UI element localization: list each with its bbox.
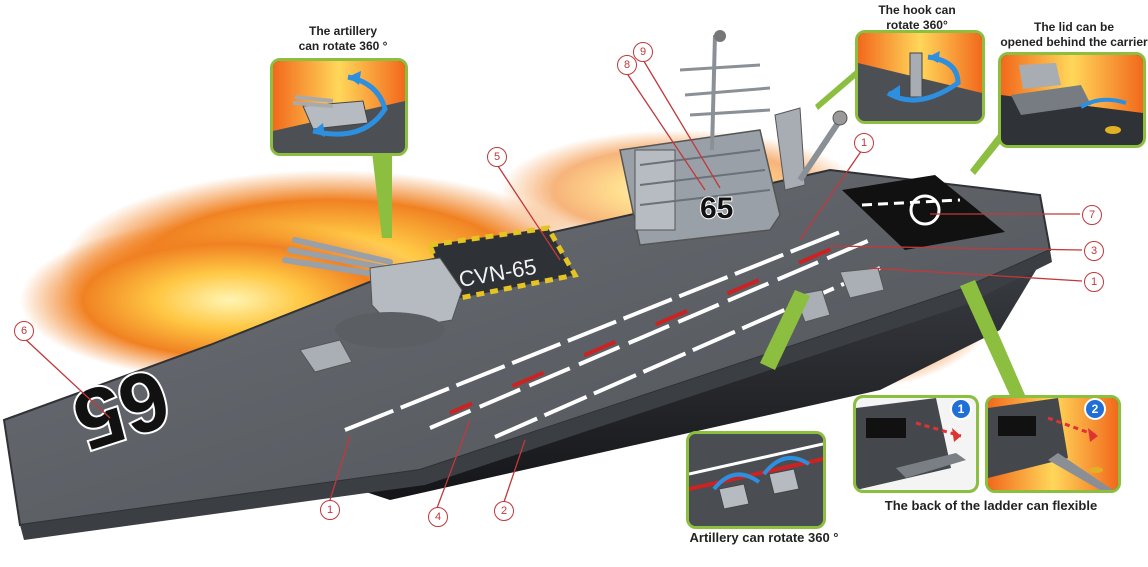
- callout-5: 5: [487, 147, 507, 167]
- callout-1-bottom: 1: [320, 500, 340, 520]
- artillery-bottom-caption: Artillery can rotate 360 °: [689, 530, 839, 545]
- callout-3: 3: [1084, 241, 1104, 261]
- callout-1-right: 1: [1084, 272, 1104, 292]
- deck-artillery-inset: [686, 431, 826, 529]
- callout-2: 2: [494, 501, 514, 521]
- elevator-pad: CVN-65: [426, 225, 579, 303]
- ladder-step-2-inset: [985, 395, 1121, 493]
- island-number-text: 65: [700, 192, 733, 225]
- step-1-badge: 1: [950, 398, 972, 420]
- callout-8: 8: [617, 55, 637, 75]
- callout-6: 6: [14, 321, 34, 341]
- callout-leaders: [23, 57, 1083, 509]
- callout-7: 7: [1082, 205, 1102, 225]
- lid-open-inset: [998, 52, 1146, 148]
- stern-landing-pad: [842, 175, 1005, 250]
- deck-guns: [299, 267, 885, 373]
- callout-4: 4: [428, 507, 448, 527]
- artillery-rotation-inset: [270, 58, 408, 156]
- main-artillery-turret: [282, 237, 463, 348]
- hook-caption: The hook can rotate 360°: [878, 3, 956, 32]
- callout-1-top: 1: [854, 133, 874, 153]
- hook-rotation-inset: [855, 30, 985, 124]
- artillery-top-caption: The artillery can rotate 360 °: [298, 24, 388, 53]
- lid-caption: The lid can be opened behind the carrier: [1000, 20, 1148, 49]
- island-tower: 65: [619, 30, 848, 246]
- callout-9: 9: [633, 42, 653, 62]
- step-2-badge: 2: [1084, 398, 1106, 420]
- ladder-caption: The back of the ladder can flexible: [884, 498, 1098, 513]
